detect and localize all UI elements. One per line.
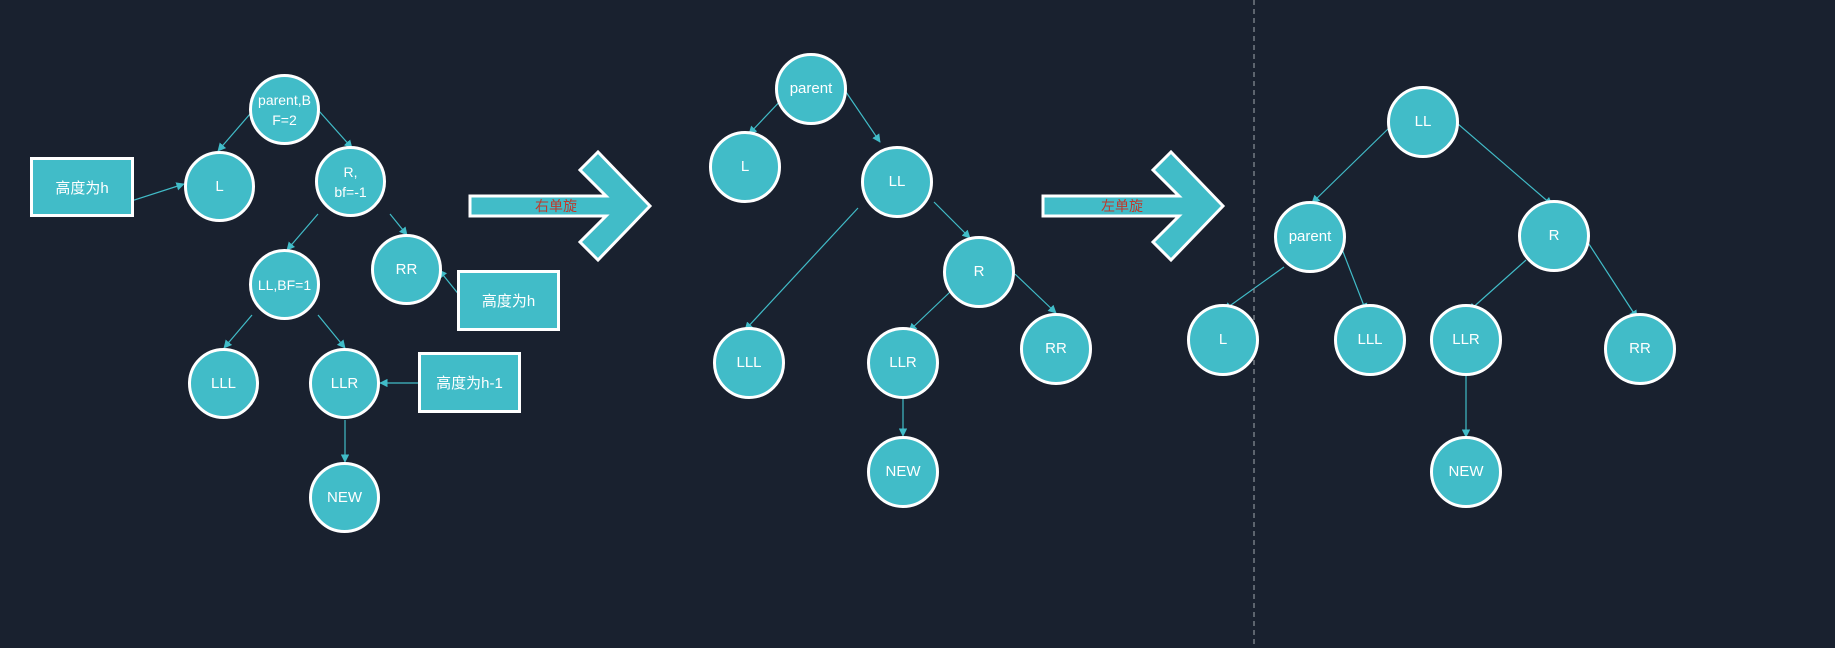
edge-d1-ll-llr <box>317 314 346 349</box>
d1-r-node: R, bf=-1 <box>315 146 386 217</box>
d2-l-node: L <box>709 131 781 203</box>
d2-r-node: R <box>943 236 1015 308</box>
edge-d3-r-rr <box>1584 237 1638 319</box>
d2-lll-node: LLL <box>713 327 785 399</box>
d2-parent-node: parent <box>775 53 847 125</box>
edge-d1-parent-r <box>318 110 353 149</box>
d1-ll-node: LL,BF=1 <box>249 249 320 320</box>
d3-l-node: L <box>1187 304 1259 376</box>
arrow2-label: 左单旋 <box>1101 198 1143 214</box>
edge-d2-ll-lll <box>744 207 859 331</box>
d2-new-node: NEW <box>867 436 939 508</box>
edge-d1-parent-l <box>217 113 251 152</box>
rotate-arrow-1 <box>468 149 653 263</box>
rotate-arrow-2 <box>1041 149 1226 263</box>
d3-llr-node: LLR <box>1430 304 1502 376</box>
d3-new-node: NEW <box>1430 436 1502 508</box>
d1-note-llr-height: 高度为h-1 <box>418 352 521 413</box>
edge-d2-ll-r <box>933 201 971 239</box>
edge-d3-parent-lll <box>1339 243 1368 312</box>
d3-ll-node: LL <box>1387 86 1459 158</box>
arrow1-label: 右单旋 <box>535 198 577 214</box>
d1-note-rr-height: 高度为h <box>457 270 560 331</box>
edge-d3-r-llr <box>1468 259 1527 312</box>
d2-ll-node: LL <box>861 146 933 218</box>
edge-d3-ll-r <box>1457 123 1553 206</box>
d1-l-node: L <box>184 151 255 222</box>
edge-d1-r-ll <box>286 213 319 251</box>
d3-r-node: R <box>1518 200 1590 272</box>
d3-parent-node: parent <box>1274 201 1346 273</box>
d3-rr-node: RR <box>1604 313 1676 385</box>
edge-d2-r-llr <box>908 291 951 332</box>
d1-parent-node: parent,B F=2 <box>249 74 320 145</box>
edge-d2-parent-ll <box>845 91 881 143</box>
d3-lll-node: LLL <box>1334 304 1406 376</box>
d1-llr-node: LLR <box>309 348 380 419</box>
edge-d2-r-rr <box>1014 273 1057 314</box>
edge-d1-r-rr <box>389 213 408 236</box>
d1-new-node: NEW <box>309 462 380 533</box>
edge-d3-ll-parent <box>1311 127 1390 204</box>
d1-note-l-height: 高度为h <box>30 157 134 217</box>
d2-rr-node: RR <box>1020 313 1092 385</box>
edge-d1-ll-lll <box>223 314 253 349</box>
d1-lll-node: LLL <box>188 348 259 419</box>
edge-d1-note-rr <box>438 269 461 297</box>
d1-rr-node: RR <box>371 234 442 305</box>
d2-llr-node: LLR <box>867 327 939 399</box>
